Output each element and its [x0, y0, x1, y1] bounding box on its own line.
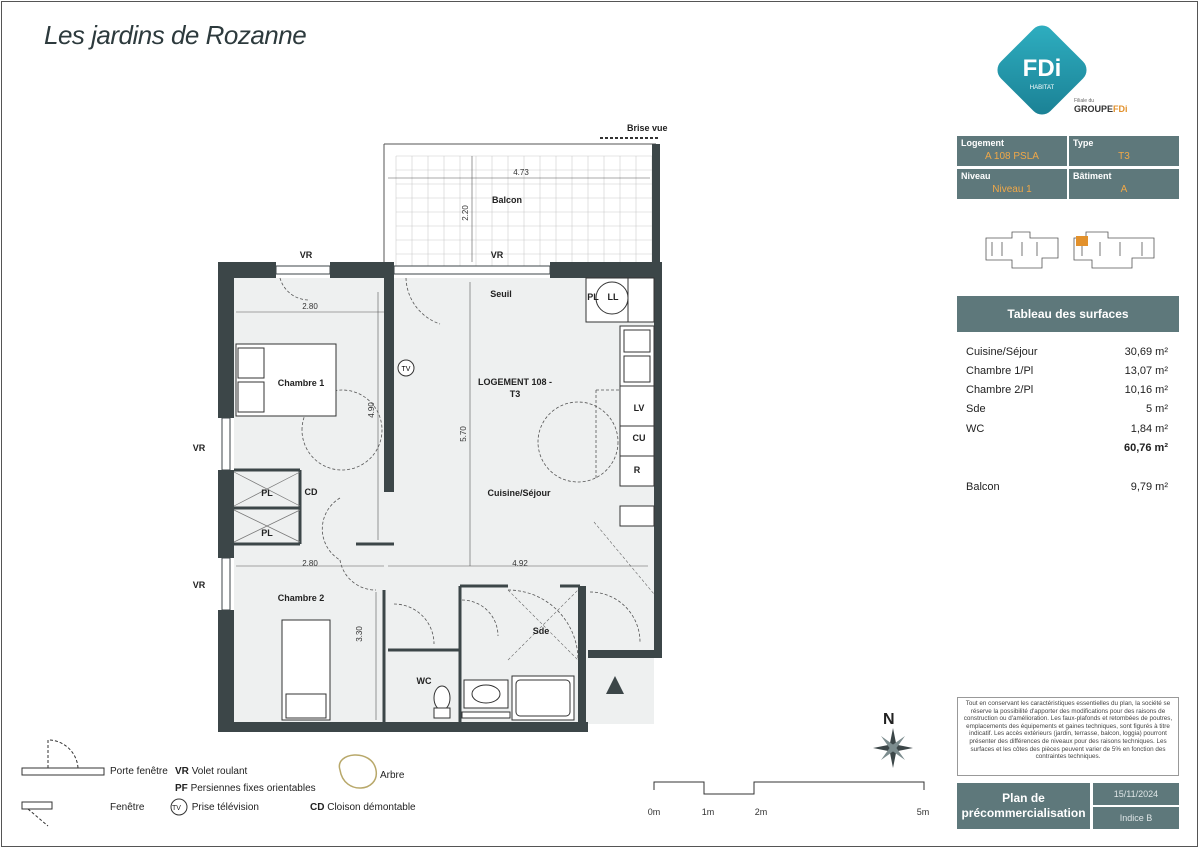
entrance-arrow — [606, 676, 624, 694]
dimension-lines — [236, 156, 650, 720]
vr-label: VR — [193, 443, 206, 453]
scale-bar — [653, 781, 925, 795]
surface-total: 60,76 m² — [1123, 442, 1168, 454]
walls — [218, 262, 662, 732]
dim-280: 2.80 — [302, 302, 318, 311]
chambre2-label: Chambre 2 — [278, 593, 325, 603]
windows — [221, 265, 551, 611]
dim-330: 3.30 — [355, 626, 364, 642]
dim-570: 5.70 — [459, 426, 468, 442]
vr-label: VR — [300, 250, 313, 260]
dim-220: 2.20 — [461, 205, 470, 221]
lv-label: LV — [634, 403, 645, 413]
plan-date: 15/11/2024 — [1093, 783, 1179, 805]
cd-label: CD — [305, 487, 318, 497]
logo-text: FDi — [1023, 55, 1062, 82]
logement-label: LOGEMENT 108 - — [478, 377, 552, 387]
dim-492: 4.92 — [512, 559, 528, 568]
placards — [233, 471, 301, 543]
legend-vr: VR Volet roulant — [175, 766, 248, 777]
surfaces-heading: Tableau des surfaces — [957, 296, 1179, 332]
legend-fenetre: Fenêtre — [110, 802, 145, 813]
wc-label: WC — [417, 676, 432, 686]
cuisine-label: Cuisine/Séjour — [487, 488, 551, 498]
legend-tv: TV Prise télévision — [172, 802, 259, 813]
seuil-label: Seuil — [490, 289, 512, 299]
bed-1 — [235, 343, 337, 417]
brise-vue-label: Brise vue — [627, 123, 668, 133]
svg-text:TV: TV — [402, 366, 411, 373]
dim-280: 2.80 — [302, 559, 318, 568]
project-title: Les jardins de Rozanne — [44, 20, 307, 50]
sde-label: Sde — [533, 626, 550, 636]
laundry — [585, 277, 655, 323]
legend-cd: CD Cloison démontable — [310, 802, 416, 813]
balcon-label: Balcon — [492, 195, 522, 205]
compass-rose: N — [873, 711, 913, 768]
legend-porte-fenetre: Porte fenêtre — [110, 766, 168, 777]
legend-arbre: Arbre — [380, 770, 405, 781]
scale-5: 5m — [917, 807, 930, 817]
legend-pf: PF Persiennes fixes orientables — [175, 783, 316, 794]
sanitary — [433, 675, 575, 721]
tv-socket — [397, 359, 415, 377]
plan-indice: Indice B — [1093, 807, 1179, 829]
dim-490: 4.90 — [367, 402, 376, 418]
kitchen-counter — [619, 325, 655, 527]
scale-2: 2m — [755, 807, 768, 817]
logement-type-label: T3 — [510, 389, 521, 399]
logo-subtext: HABITAT — [1030, 85, 1055, 91]
r-label: R — [634, 465, 641, 475]
floor-plan: TV Brise vue Balcon Seuil LOGEMENT 108 -… — [21, 123, 930, 827]
pl-label: PL — [261, 488, 273, 498]
vr-label: VR — [193, 580, 206, 590]
ll-label: LL — [608, 292, 619, 302]
bed-2 — [281, 619, 331, 721]
chambre1-label: Chambre 1 — [278, 378, 325, 388]
fdi-logo: FDi HABITAT — [997, 25, 1087, 115]
partitions — [234, 468, 580, 722]
vr-label: VR — [491, 250, 504, 260]
pl-label: PL — [587, 292, 599, 302]
cu-label: CU — [633, 433, 646, 443]
pl-label: PL — [261, 528, 273, 538]
scale-1: 1m — [702, 807, 715, 817]
disclaimer-note: Tout en conservant les caractéristiques … — [957, 697, 1179, 776]
legend-symbols — [21, 739, 377, 827]
north-label: N — [883, 711, 895, 728]
key-plan — [985, 231, 1155, 269]
scale-0: 0m — [648, 807, 661, 817]
dim-473: 4.73 — [513, 168, 529, 177]
